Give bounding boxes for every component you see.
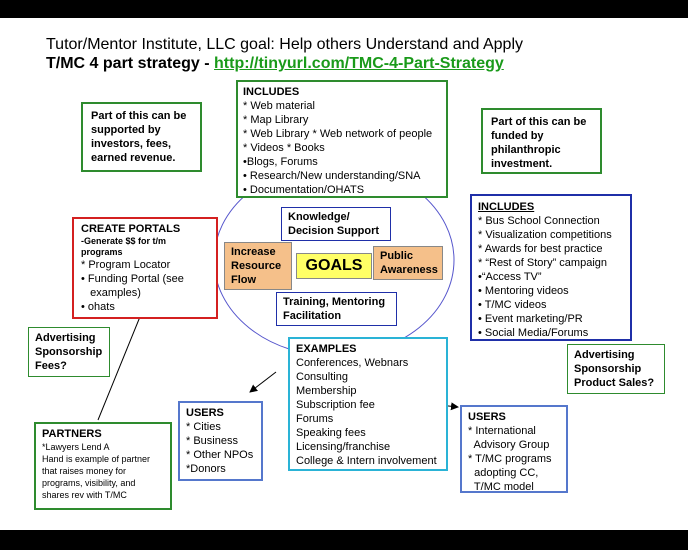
- list-item: * International: [468, 425, 536, 437]
- training-box: Training, Mentoring Facilitation: [276, 292, 397, 326]
- strategy-link[interactable]: http://tinyurl.com/TMC-4-Part-Strategy: [214, 55, 504, 72]
- list-item: • Event marketing/PR: [478, 313, 583, 325]
- subtitle-prefix: T/MC 4 part strategy -: [46, 55, 215, 72]
- includes-marketing-box: INCLUDES * Bus School Connection * Visua…: [470, 194, 632, 341]
- knowledge-box: Knowledge/ Decision Support: [281, 207, 391, 241]
- list-item: Licensing/franchise: [296, 441, 391, 453]
- list-item: * T/MC programs: [468, 453, 552, 465]
- list-item: College & Intern involvement: [296, 455, 437, 467]
- list-item: * “Rest of Story” campaign: [478, 257, 607, 269]
- partners-to-portals-arrow: [97, 301, 148, 421]
- create-portals-heading: CREATE PORTALS: [81, 223, 181, 235]
- goals-box: GOALS: [296, 253, 372, 279]
- list-item: * Map Library: [243, 114, 309, 126]
- list-item: * Program Locator: [81, 259, 171, 271]
- list-item: examples): [81, 287, 141, 299]
- advertising-fees-box: Advertising Sponsorship Fees?: [28, 327, 110, 377]
- list-item: Subscription fee: [296, 399, 375, 411]
- list-item: * Cities: [186, 421, 221, 433]
- list-item: • Social Media/Forums: [478, 327, 589, 339]
- list-item: • Documentation/OHATS: [243, 184, 365, 196]
- examples-box: EXAMPLES Conferences, Webnars Consulting…: [288, 337, 448, 471]
- list-item: Advisory Group: [468, 439, 550, 451]
- list-item: • Mentoring videos: [478, 285, 569, 297]
- slide-canvas: Tutor/Mentor Institute, LLC goal: Help o…: [0, 18, 688, 530]
- list-item: * Business: [186, 435, 238, 447]
- list-item: Conferences, Webnars: [296, 357, 409, 369]
- list-item: * Web material: [243, 100, 315, 112]
- philanthropy-note: Part of this can be funded by philanthro…: [481, 108, 602, 174]
- list-item: •Blogs, Forums: [243, 156, 318, 168]
- list-item: *Donors: [186, 463, 226, 475]
- list-item: adopting CC,: [468, 467, 539, 479]
- includes-web-box: INCLUDES * Web material * Map Library * …: [236, 80, 448, 198]
- increase-resource-box: Increase Resource Flow: [224, 242, 292, 290]
- list-item: • Funding Portal (see: [81, 273, 184, 285]
- list-item: •“Access TV”: [478, 271, 542, 283]
- users-box: USERS * Cities * Business * Other NPOs *…: [178, 401, 263, 481]
- list-item: * Other NPOs: [186, 449, 254, 461]
- create-portals-box: CREATE PORTALS -Generate $$ for t/m prog…: [72, 217, 218, 319]
- list-item: * Videos * Books: [243, 142, 325, 154]
- list-item: Consulting: [296, 371, 348, 383]
- list-item: * Bus School Connection: [478, 215, 600, 227]
- slide-title: Tutor/Mentor Institute, LLC goal: Help o…: [46, 36, 524, 53]
- list-item: Membership: [296, 385, 357, 397]
- slide-subtitle: T/MC 4 part strategy - http://tinyurl.co…: [46, 55, 504, 73]
- list-item: * Awards for best practice: [478, 243, 603, 255]
- list-item: Speaking fees: [296, 427, 366, 439]
- list-item: • T/MC videos: [478, 299, 547, 311]
- list-item: * Visualization competitions: [478, 229, 612, 241]
- includes-web-heading: INCLUDES: [243, 86, 300, 98]
- international-users-box: USERS * International Advisory Group * T…: [460, 405, 568, 493]
- examples-heading: EXAMPLES: [296, 343, 357, 355]
- public-awareness-box: Public Awareness: [373, 246, 443, 280]
- list-item: T/MC model: [468, 481, 534, 493]
- includes-marketing-heading: INCLUDES: [478, 201, 535, 213]
- list-item: • ohats: [81, 301, 115, 313]
- partners-box: PARTNERS *Lawyers Lend A Hand is example…: [34, 422, 172, 510]
- list-item: • Research/New understanding/SNA: [243, 170, 421, 182]
- list-item: Forums: [296, 413, 334, 425]
- users-heading: USERS: [186, 407, 224, 419]
- investors-note: Part of this can be supported by investo…: [81, 102, 202, 172]
- advertising-sales-box: Advertising Sponsorship Product Sales?: [567, 344, 665, 394]
- list-item: * Web Library * Web network of people: [243, 128, 433, 140]
- partners-heading: PARTNERS: [42, 428, 102, 440]
- international-users-heading: USERS: [468, 411, 506, 423]
- examples-to-users-arrow: [249, 371, 277, 393]
